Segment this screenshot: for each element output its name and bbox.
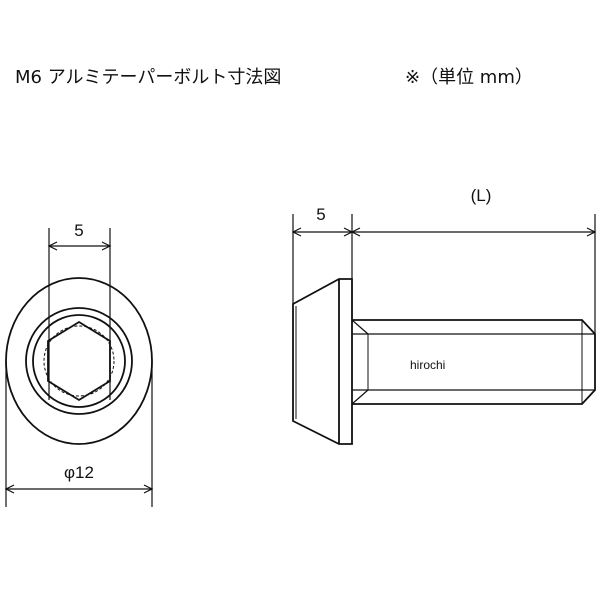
head-inner-ring bbox=[25, 307, 133, 415]
arrow-head bbox=[47, 241, 58, 251]
arrow-head bbox=[291, 227, 302, 237]
arrow-head bbox=[350, 227, 361, 237]
watermark-text: hirochi bbox=[410, 358, 445, 372]
arrow-head bbox=[101, 241, 112, 251]
front-view bbox=[4, 228, 154, 507]
socket-dashed-circle bbox=[43, 325, 115, 397]
length-label: (L) bbox=[471, 186, 492, 205]
drawing-title: M6 アルミテーパーボルト寸法図 bbox=[15, 67, 282, 88]
chamfer-line bbox=[351, 319, 369, 335]
chamfer-line bbox=[351, 389, 369, 405]
side-view bbox=[291, 214, 597, 445]
head-outer-circle bbox=[5, 277, 153, 445]
arrow-head bbox=[4, 484, 15, 494]
unit-note: ※（単位 mm） bbox=[405, 67, 533, 88]
diameter-label: φ12 bbox=[64, 463, 94, 482]
hex-width-label: 5 bbox=[74, 221, 83, 240]
arrow-head bbox=[143, 484, 154, 494]
bolt-shank bbox=[352, 319, 596, 405]
bolt-head bbox=[292, 278, 353, 445]
head-height-label: 5 bbox=[316, 205, 325, 224]
arrow-head bbox=[586, 227, 597, 237]
socket-ring bbox=[32, 314, 126, 408]
